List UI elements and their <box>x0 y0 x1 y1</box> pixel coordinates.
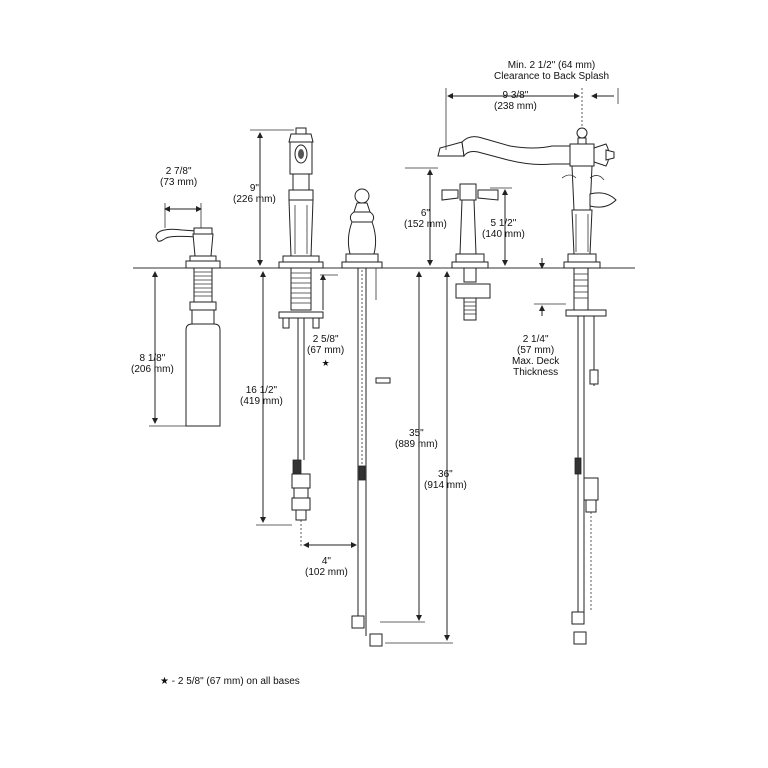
footnote-mark: ★ <box>160 676 169 687</box>
soap-dispenser <box>155 227 221 427</box>
spout-tip <box>437 141 465 157</box>
pulldown-height-dimension: 9" (226 mm) <box>233 183 276 205</box>
soap-width-dimension: 2 7/8" (73 mm) <box>160 166 198 188</box>
side-spray <box>441 183 499 321</box>
center-handle-valve <box>341 188 391 647</box>
soap-depth-dimension: 8 1/8" (206 mm) <box>131 353 174 375</box>
spout-reach-dimension: 9 3/8" (238 mm) <box>494 90 537 112</box>
faucet-handle <box>589 192 617 208</box>
footnote: ★ - 2 5/8" (67 mm) on all bases <box>160 676 300 687</box>
footnote-text: - 2 5/8" (67 mm) on all bases <box>171 676 300 687</box>
hose-length-dimension: 16 1/2" (419 mm) <box>240 385 283 407</box>
spray-height-dimension: 5 1/2" (140 mm) <box>482 218 525 240</box>
spout-body <box>461 136 571 165</box>
main-faucet <box>437 127 617 645</box>
supply-36-dimension: 36" (914 mm) <box>424 469 467 491</box>
pulldown-faucet <box>278 127 324 546</box>
supply-35-dimension: 35" (889 mm) <box>395 428 438 450</box>
offset-4-dimension: 4" (102 mm) <box>305 556 348 578</box>
soap-threaded-shank <box>193 267 213 303</box>
spout-height-dimension: 6" (152 mm) <box>404 208 447 230</box>
base-diameter-dimension: 2 5/8" (67 mm) ★ <box>307 334 345 368</box>
soap-bottle <box>185 323 221 427</box>
backsplash-clearance-label: Min. 2 1/2" (64 mm) Clearance to Back Sp… <box>494 60 610 82</box>
deck-thickness-dimension: 2 1/4" (57 mm) Max. Deck Thickness <box>512 334 560 378</box>
